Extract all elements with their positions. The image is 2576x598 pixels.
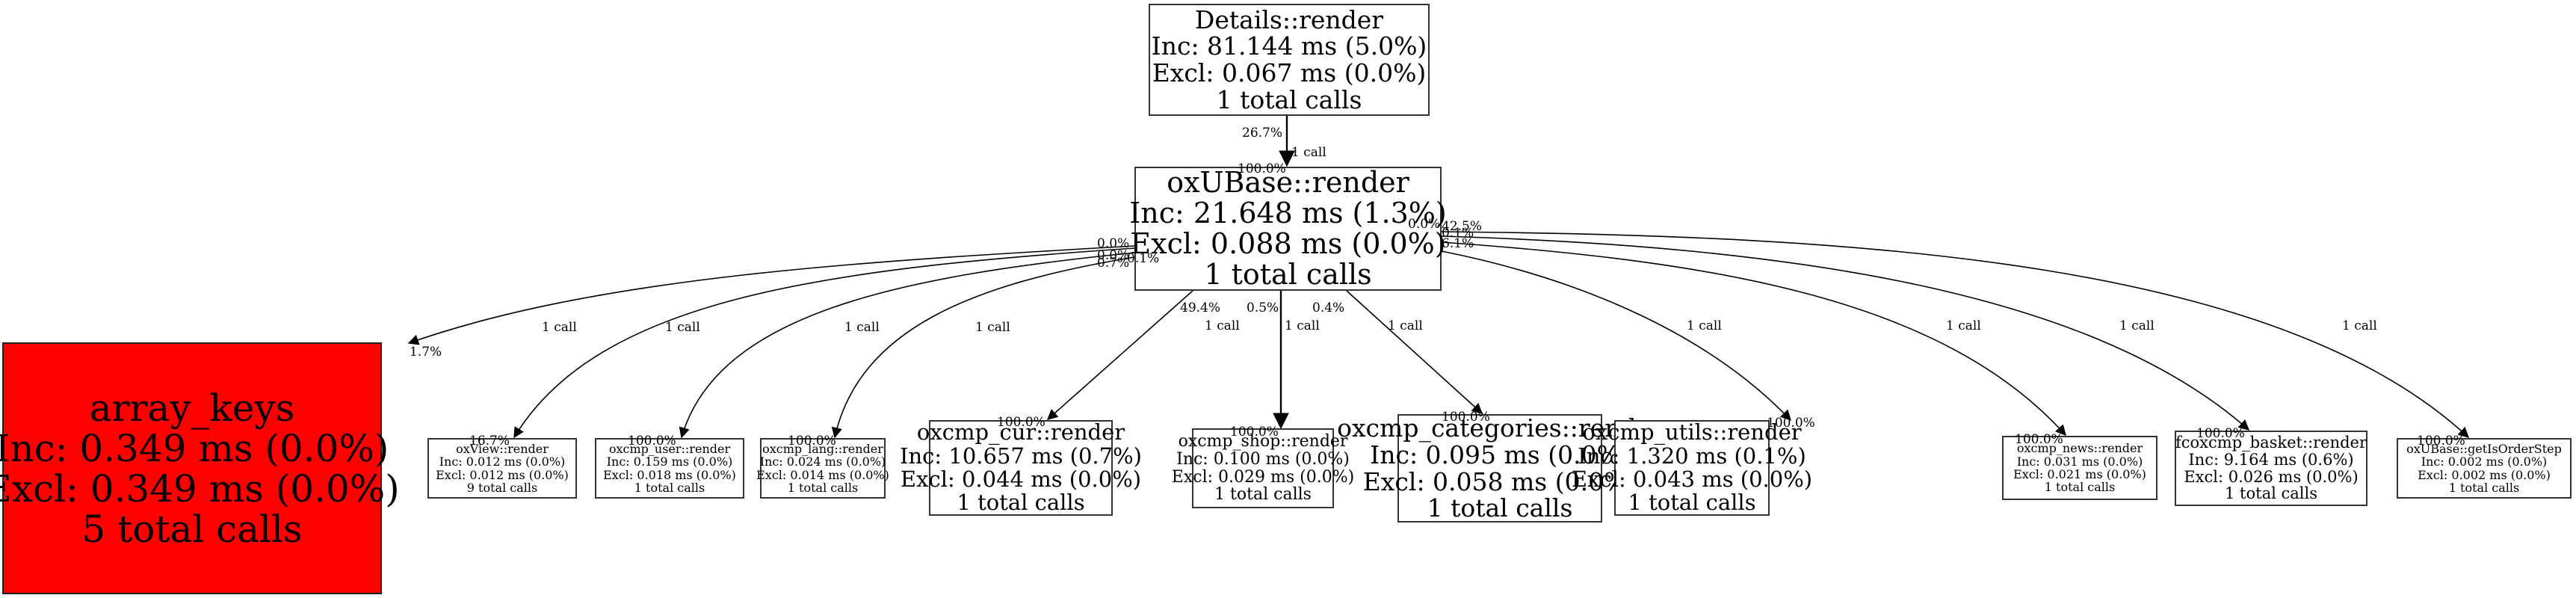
node-inclusive-time: Inc: 0.024 ms (0.0%): [759, 454, 886, 469]
node-total-calls: 1 total calls: [1214, 485, 1312, 505]
node-inclusive-time: Inc: 0.100 ms (0.0%): [1176, 449, 1350, 469]
node-total-calls: 1 total calls: [957, 490, 1085, 516]
node-exclusive-time: Excl: 0.349 ms (0.0%): [0, 466, 400, 511]
node-inclusive-time: Inc: 0.002 ms (0.0%): [2421, 454, 2548, 469]
node-exclusive-time: Excl: 0.002 ms (0.0%): [2418, 467, 2551, 482]
node-inclusive-time: Inc: 0.012 ms (0.0%): [439, 454, 566, 469]
node-total-calls: 5 total calls: [81, 507, 303, 551]
edge-oxubase-to-oxcmp_news[interactable]: [1441, 241, 2066, 437]
node-total-calls: 1 total calls: [634, 480, 705, 495]
node-exclusive-time: Excl: 0.043 ms (0.0%): [1571, 466, 1813, 492]
node-exclusive-time: Excl: 0.018 ms (0.0%): [603, 467, 736, 482]
node-function-name: oxcmp_utils::render: [1582, 419, 1802, 446]
node-function-name: oxcmp_shop::render: [1178, 432, 1348, 451]
node-inclusive-time: Inc: 0.159 ms (0.0%): [606, 454, 733, 469]
node-exclusive-time: Excl: 0.088 ms (0.0%): [1130, 227, 1446, 260]
node-inclusive-time: Inc: 0.349 ms (0.0%): [0, 426, 389, 470]
edge-oxubase-to-getisorderstep[interactable]: [1441, 231, 2470, 438]
edge-oxubase-to-fcoxcmp_basket[interactable]: [1441, 235, 2250, 431]
edge-oxubase-to-array_keys[interactable]: [407, 245, 1135, 345]
node-exclusive-time: Excl: 0.021 ms (0.0%): [2013, 467, 2146, 481]
node-inclusive-time: Inc: 1.320 ms (0.1%): [1578, 443, 1806, 469]
node-total-calls: 1 total calls: [787, 480, 859, 495]
node-function-name: oxUBase::render: [1167, 165, 1409, 199]
node-exclusive-time: Excl: 0.067 ms (0.0%): [1152, 58, 1427, 87]
node-exclusive-time: Excl: 0.029 ms (0.0%): [1171, 467, 1355, 487]
node-total-calls: 9 total calls: [466, 480, 538, 495]
node-exclusive-time: Excl: 0.014 ms (0.0%): [756, 467, 889, 482]
node-total-calls: 1 total calls: [1427, 493, 1573, 523]
node-total-calls: 1 total calls: [1216, 84, 1362, 114]
edge-oxubase-to-oxcmp_utils[interactable]: [1441, 250, 1791, 422]
node-exclusive-time: Excl: 0.026 ms (0.0%): [2184, 467, 2359, 486]
edges-layer: [407, 116, 2470, 439]
node-inclusive-time: Inc: 10.657 ms (0.7%): [900, 443, 1142, 469]
node-function-name: oxcmp_lang::render: [762, 441, 883, 456]
node-function-name: oxcmp_cur::render: [916, 419, 1125, 446]
node-function-name: oxcmp_categories::render: [1337, 413, 1663, 443]
node-exclusive-time: Excl: 0.044 ms (0.0%): [900, 466, 1142, 492]
node-inclusive-time: Inc: 81.144 ms (5.0%): [1151, 31, 1427, 61]
node-total-calls: 1 total calls: [1628, 490, 1756, 516]
node-function-name: oxcmp_user::render: [608, 441, 731, 456]
node-exclusive-time: Excl: 0.058 ms (0.0%): [1362, 466, 1637, 496]
node-total-calls: 1 total calls: [2448, 480, 2520, 495]
node-function-name: oxUBase::getIsOrderStep: [2406, 441, 2562, 456]
node-inclusive-time: Inc: 9.164 ms (0.6%): [2188, 450, 2354, 469]
node-exclusive-time: Excl: 0.012 ms (0.0%): [436, 467, 569, 482]
node-function-name: Details::render: [1194, 4, 1384, 34]
node-total-calls: 1 total calls: [2225, 484, 2317, 503]
node-function-name: oxView::render: [456, 441, 549, 456]
node-inclusive-time: Inc: 21.648 ms (1.3%): [1129, 196, 1447, 229]
edge-oxubase-to-oxcmp_categories[interactable]: [1346, 290, 1483, 414]
edge-oxubase-to-oxcmp_user[interactable]: [679, 252, 1135, 439]
node-total-calls: 1 total calls: [2044, 480, 2116, 495]
node-inclusive-time: Inc: 0.095 ms (0.0%): [1370, 440, 1630, 469]
edge-oxubase-to-oxcmp_cur[interactable]: [1046, 290, 1193, 420]
node-function-name: oxcmp_news::render: [2016, 441, 2143, 456]
node-function-name: fcoxcmp_basket::render: [2175, 434, 2367, 452]
node-function-name: array_keys: [89, 386, 295, 430]
node-inclusive-time: Inc: 0.031 ms (0.0%): [2016, 454, 2143, 469]
node-total-calls: 1 total calls: [1204, 258, 1372, 292]
edge-oxubase-to-oxcmp_lang[interactable]: [831, 256, 1135, 439]
edge-oxubase-to-oxview[interactable]: [513, 247, 1135, 439]
